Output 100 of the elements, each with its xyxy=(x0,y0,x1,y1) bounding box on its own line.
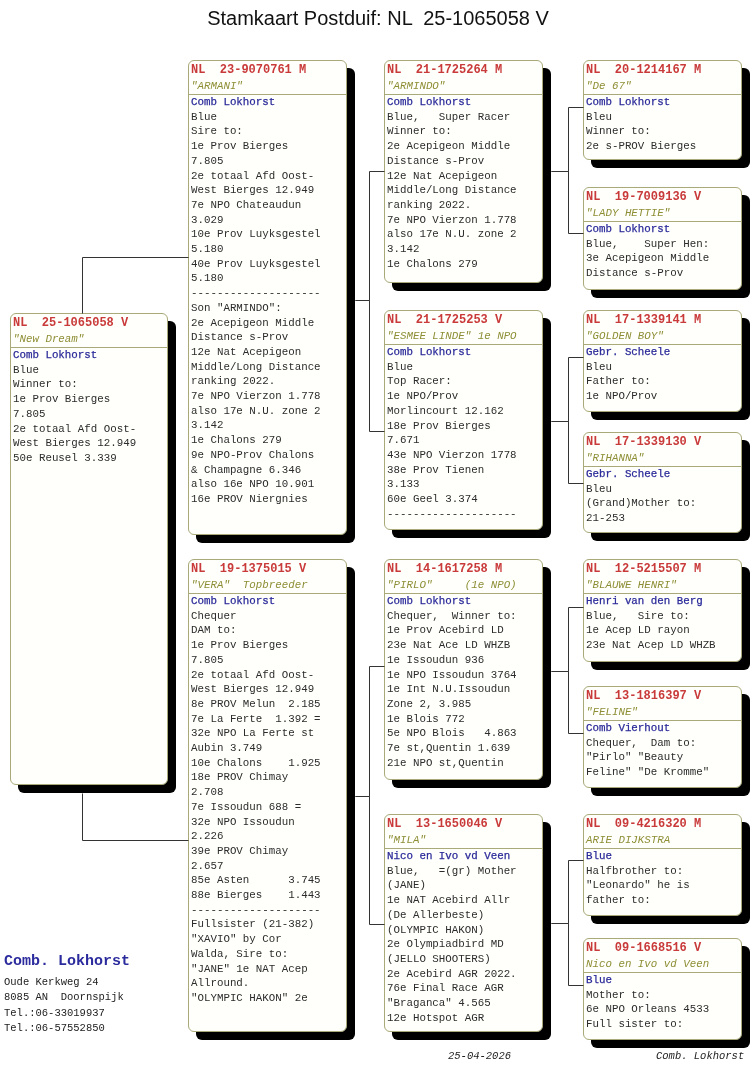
detail-line: 2e totaal Afd Oost-West Bierges 12.949 xyxy=(191,667,316,697)
phone-number: Tel.:06-33019937 xyxy=(4,1005,105,1021)
detail-line: 76e Final Race AGR "Braganca" 4.565 xyxy=(387,981,505,1011)
card-subtitle: "PIRLO" (1e NPO) xyxy=(387,578,517,593)
detail-line: 40e Prov Luyksgestel 5.180 xyxy=(191,256,322,287)
pedigree-connector xyxy=(82,793,189,841)
detail-line: Blue xyxy=(191,109,217,125)
detail-line: Chequer, Winner to: xyxy=(387,608,517,624)
detail-line: Halfbrother to: xyxy=(586,863,684,879)
detail-line: 18e Prov Bierges 7.671 xyxy=(387,418,492,448)
card-subheading: Gebr. Scheele xyxy=(586,345,671,360)
detail-line: Son "ARMINDO": xyxy=(191,300,282,316)
detail-line: 21e NPO st,Quentin xyxy=(387,755,504,771)
ring-number: NL 17-1339141 M xyxy=(586,312,702,328)
detail-line: 1e Acep LD rayon xyxy=(586,623,690,639)
ring-number: NL 25-1065058 V xyxy=(13,315,129,331)
detail-line: Mother to: xyxy=(586,987,651,1003)
detail-line: Blue, Super Racer xyxy=(387,109,511,125)
detail-line: 7e st,Quentin 1.639 xyxy=(387,741,511,756)
detail-line: also 16e NPO 10.901 xyxy=(191,477,315,492)
detail-line: 18e PROV Chimay 2.708 xyxy=(191,770,290,800)
detail-line: 7e NPO Vierzon 1.778 xyxy=(191,389,321,404)
card-subheading: Comb Lokhorst xyxy=(387,594,472,609)
card-subheading: Blue xyxy=(586,849,612,864)
detail-line: -------------------- xyxy=(191,286,321,301)
detail-line: 6e NPO Orleans 4533 xyxy=(586,1002,710,1018)
detail-line: Blue, =(gr) Mother (JANE) xyxy=(387,863,518,894)
detail-line: Chequer xyxy=(191,608,237,624)
ring-number: NL 19-7009136 V xyxy=(586,189,702,205)
phone-number: Tel.:06-57552850 xyxy=(4,1020,105,1036)
detail-line: 2e totaal Afd Oost-West Bierges 12.949 xyxy=(13,421,138,451)
card-subheading: Nico en Ivo vd Veen xyxy=(387,849,511,864)
detail-line: Blue, Sire to: xyxy=(586,608,690,624)
detail-line: 3e Acepigeon Middle Distance s-Prov xyxy=(586,251,711,281)
card-subtitle: "ARMINDO" xyxy=(387,79,446,94)
card-subtitle: "ESMEE LINDE" 1e NPO xyxy=(387,329,517,344)
detail-line: 1e Blois 772 xyxy=(387,711,465,727)
ring-number: NL 13-1650046 V xyxy=(387,816,503,832)
detail-line: -------------------- xyxy=(191,902,321,918)
detail-line: 7e Issoudun 688 = 32e NPO Issoudun 2.226 xyxy=(191,799,303,844)
detail-line: 2e Acepigeon Middle Distance s-Prov xyxy=(191,315,316,345)
detail-line: Top Racer: xyxy=(387,374,452,390)
card-subheading: Comb Lokhorst xyxy=(191,594,276,609)
detail-line: 23e Nat Ace LD WHZB xyxy=(387,638,511,653)
detail-line: 1e Prov Bierges 7.805 xyxy=(191,638,290,668)
ring-number: NL 19-1375015 V xyxy=(191,561,307,577)
loft-name: Comb. Lokhorst xyxy=(4,953,131,971)
detail-line: 8e PROV Melun 2.185 xyxy=(191,696,321,712)
detail-line: 60e Geel 3.374 xyxy=(387,492,478,507)
card-subtitle: "RIHANNA" xyxy=(586,451,645,466)
card-subheading: Comb Lokhorst xyxy=(387,345,472,360)
detail-line: 1e Chalons 279 xyxy=(191,433,282,448)
card-subtitle: "FELINE" xyxy=(586,705,638,720)
ring-number: NL 21-1725264 M xyxy=(387,62,503,78)
detail-line: 7e La Ferte 1.392 = 32e NPO La Ferte st Aubin 3.749 xyxy=(191,711,322,756)
ring-number: NL 23-9070761 M xyxy=(191,62,307,78)
detail-line: Winner to: xyxy=(13,377,78,393)
detail-line: 1e NAT Acebird Allr (De Allerbeste) xyxy=(387,893,512,923)
detail-line: Bleu xyxy=(586,109,612,125)
detail-line: 1e NPO Issoudun 3764 xyxy=(387,667,517,683)
detail-line: 5e NPO Blois 4.863 xyxy=(387,726,517,742)
detail-line: 2e totaal Afd Oost-West Bierges 12.949 xyxy=(191,168,316,198)
detail-line: Blue xyxy=(13,362,39,378)
ring-number: NL 09-1668516 V xyxy=(586,940,702,956)
pedigree-connector xyxy=(551,923,584,986)
detail-line: 43e NPO Vierzon 1778 xyxy=(387,447,517,463)
detail-line: 85e Asten 3.745 xyxy=(191,873,321,889)
detail-line: 7e NPO Chateaudun 3.029 xyxy=(191,197,303,228)
ring-number: NL 09-4216320 M xyxy=(586,816,702,832)
detail-line: Blue xyxy=(387,359,413,375)
detail-line: 2e Olympiadbird MD (JELLO SHOOTERS) xyxy=(387,937,505,967)
detail-line: "Leonardo" he is father to: xyxy=(586,878,691,908)
detail-line: 1e Prov Acebird LD xyxy=(387,623,504,639)
card-subtitle: "ARMANI" xyxy=(191,79,243,94)
card-subheading: Gebr. Scheele xyxy=(586,467,671,482)
card-subtitle: ARIE DIJKSTRA xyxy=(586,833,671,848)
card-subtitle: "BLAUWE HENRI" xyxy=(586,578,677,593)
pedigree-connector xyxy=(355,796,385,925)
detail-line: also 17e N.U. zone 2 3.142 xyxy=(387,227,518,257)
card-subheading: Comb Lokhorst xyxy=(586,222,671,237)
detail-line: 1e NPO/Prov Morlincourt 12.162 xyxy=(387,389,505,419)
detail-line: Bleu xyxy=(586,359,612,375)
detail-line: 21-253 xyxy=(586,511,625,526)
ring-number: NL 20-1214167 M xyxy=(586,62,702,78)
detail-line: "OLYMPIC HAKON" 2e xyxy=(191,991,308,1006)
detail-line: 50e Reusel 3.339 xyxy=(13,450,117,466)
detail-line: 23e Nat Acep LD WHZB xyxy=(586,638,716,653)
detail-line: "JANE" 1e NAT Acep Allround. xyxy=(191,961,309,991)
card-subtitle: "GOLDEN BOY" xyxy=(586,329,664,344)
detail-line: 1e Issoudun 936 xyxy=(387,652,485,668)
detail-line: 1e NPO/Prov xyxy=(586,389,658,404)
detail-line: 2e Acepigeon Middle Distance s-Prov xyxy=(387,139,512,169)
card-subheading: Comb Lokhorst xyxy=(586,95,671,110)
detail-line: 1e Prov Bierges 7.805 xyxy=(191,139,290,169)
detail-line: 7e NPO Vierzon 1.778 xyxy=(387,212,517,228)
card-subheading: Blue xyxy=(586,973,612,988)
detail-line: (OLYMPIC HAKON) xyxy=(387,922,485,938)
detail-line: (Grand)Mother to: xyxy=(586,496,697,512)
pedigree-connector xyxy=(355,300,385,432)
print-date: 25-04-2026 xyxy=(448,1048,511,1064)
